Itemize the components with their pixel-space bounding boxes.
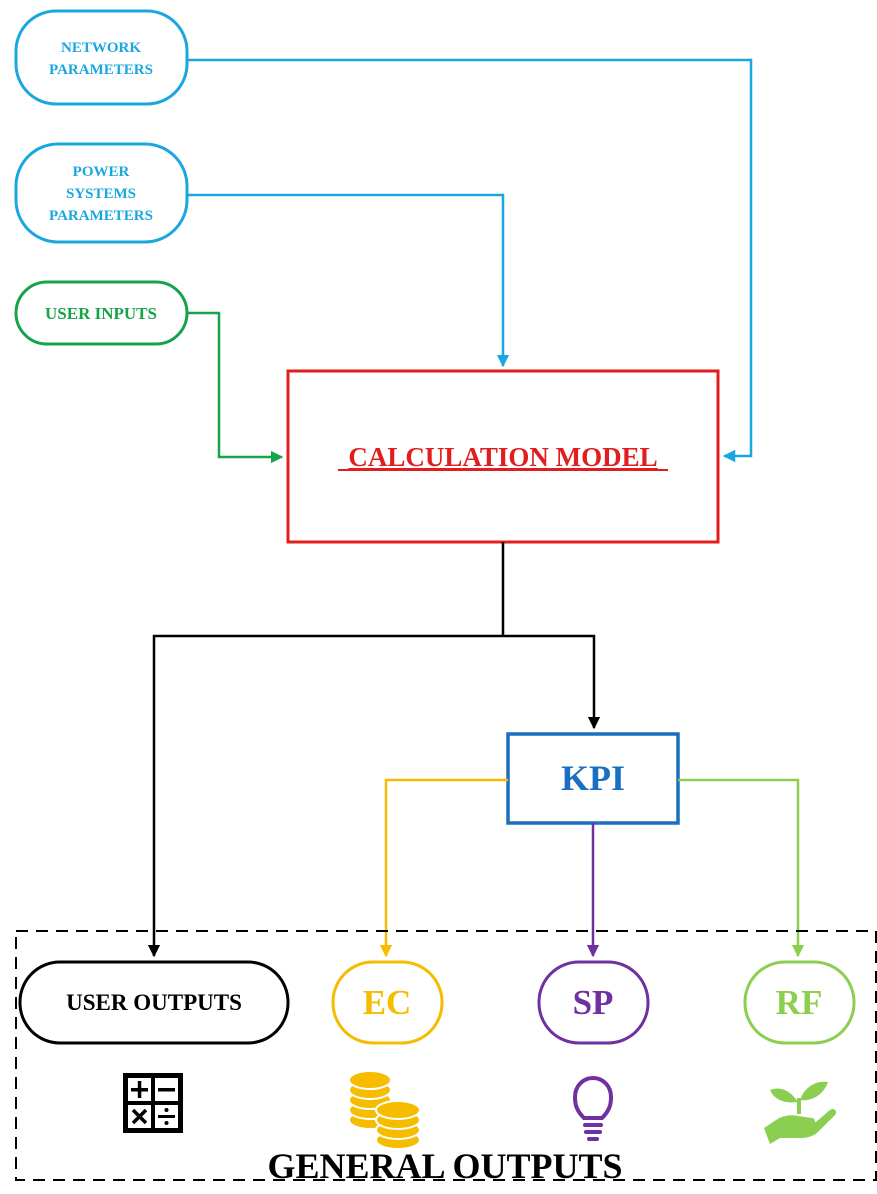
user-outputs-label: USER OUTPUTS [66, 990, 242, 1015]
sp-label: SP [573, 983, 614, 1022]
rf-node: RF [743, 960, 856, 1045]
network-parameters-node: NETWORK PARAMETERS [14, 9, 189, 106]
ec-label: EC [363, 983, 412, 1022]
user-inputs-node: USER INPUTS [14, 280, 189, 346]
sp-node: SP [537, 960, 650, 1045]
power-systems-parameters-label: SYSTEMS [66, 186, 136, 202]
network-parameters-label: NETWORK [61, 40, 141, 56]
user-inputs-label: USER INPUTS [45, 304, 157, 323]
user-outputs-node: USER OUTPUTS [18, 960, 290, 1045]
power-systems-parameters-node: POWER SYSTEMS PARAMETERS [14, 142, 189, 244]
model-to-user-outputs-arrow [147, 634, 503, 958]
calculation-model-label: CALCULATION MODEL [348, 442, 657, 472]
kpi-to-rf-arrow [678, 778, 805, 958]
kpi-box: KPI [506, 732, 680, 825]
user-inputs-to-model-arrow [187, 311, 284, 464]
kpi-to-ec-arrow [379, 778, 508, 958]
calculation-model-box: CALCULATION MODEL [286, 369, 720, 544]
lightbulb-icon [572, 1075, 614, 1141]
power-systems-parameters-label: POWER [73, 164, 130, 180]
network-parameters-label: PARAMETERS [49, 62, 153, 78]
ec-node: EC [331, 960, 444, 1045]
kpi-label: KPI [561, 758, 625, 798]
network-to-model-arrow [187, 58, 753, 463]
coins-icon [348, 1070, 421, 1150]
calculator-icon [123, 1073, 183, 1133]
plant-in-hand-icon [764, 1081, 837, 1144]
model-to-kpi-arrow [503, 634, 601, 730]
general-outputs-label: GENERAL OUTPUTS [267, 1146, 622, 1186]
power-systems-parameters-label: PARAMETERS [49, 208, 153, 224]
power-to-model-arrow [187, 193, 510, 368]
rf-label: RF [776, 983, 823, 1022]
general-outputs-group [15, 930, 877, 1181]
